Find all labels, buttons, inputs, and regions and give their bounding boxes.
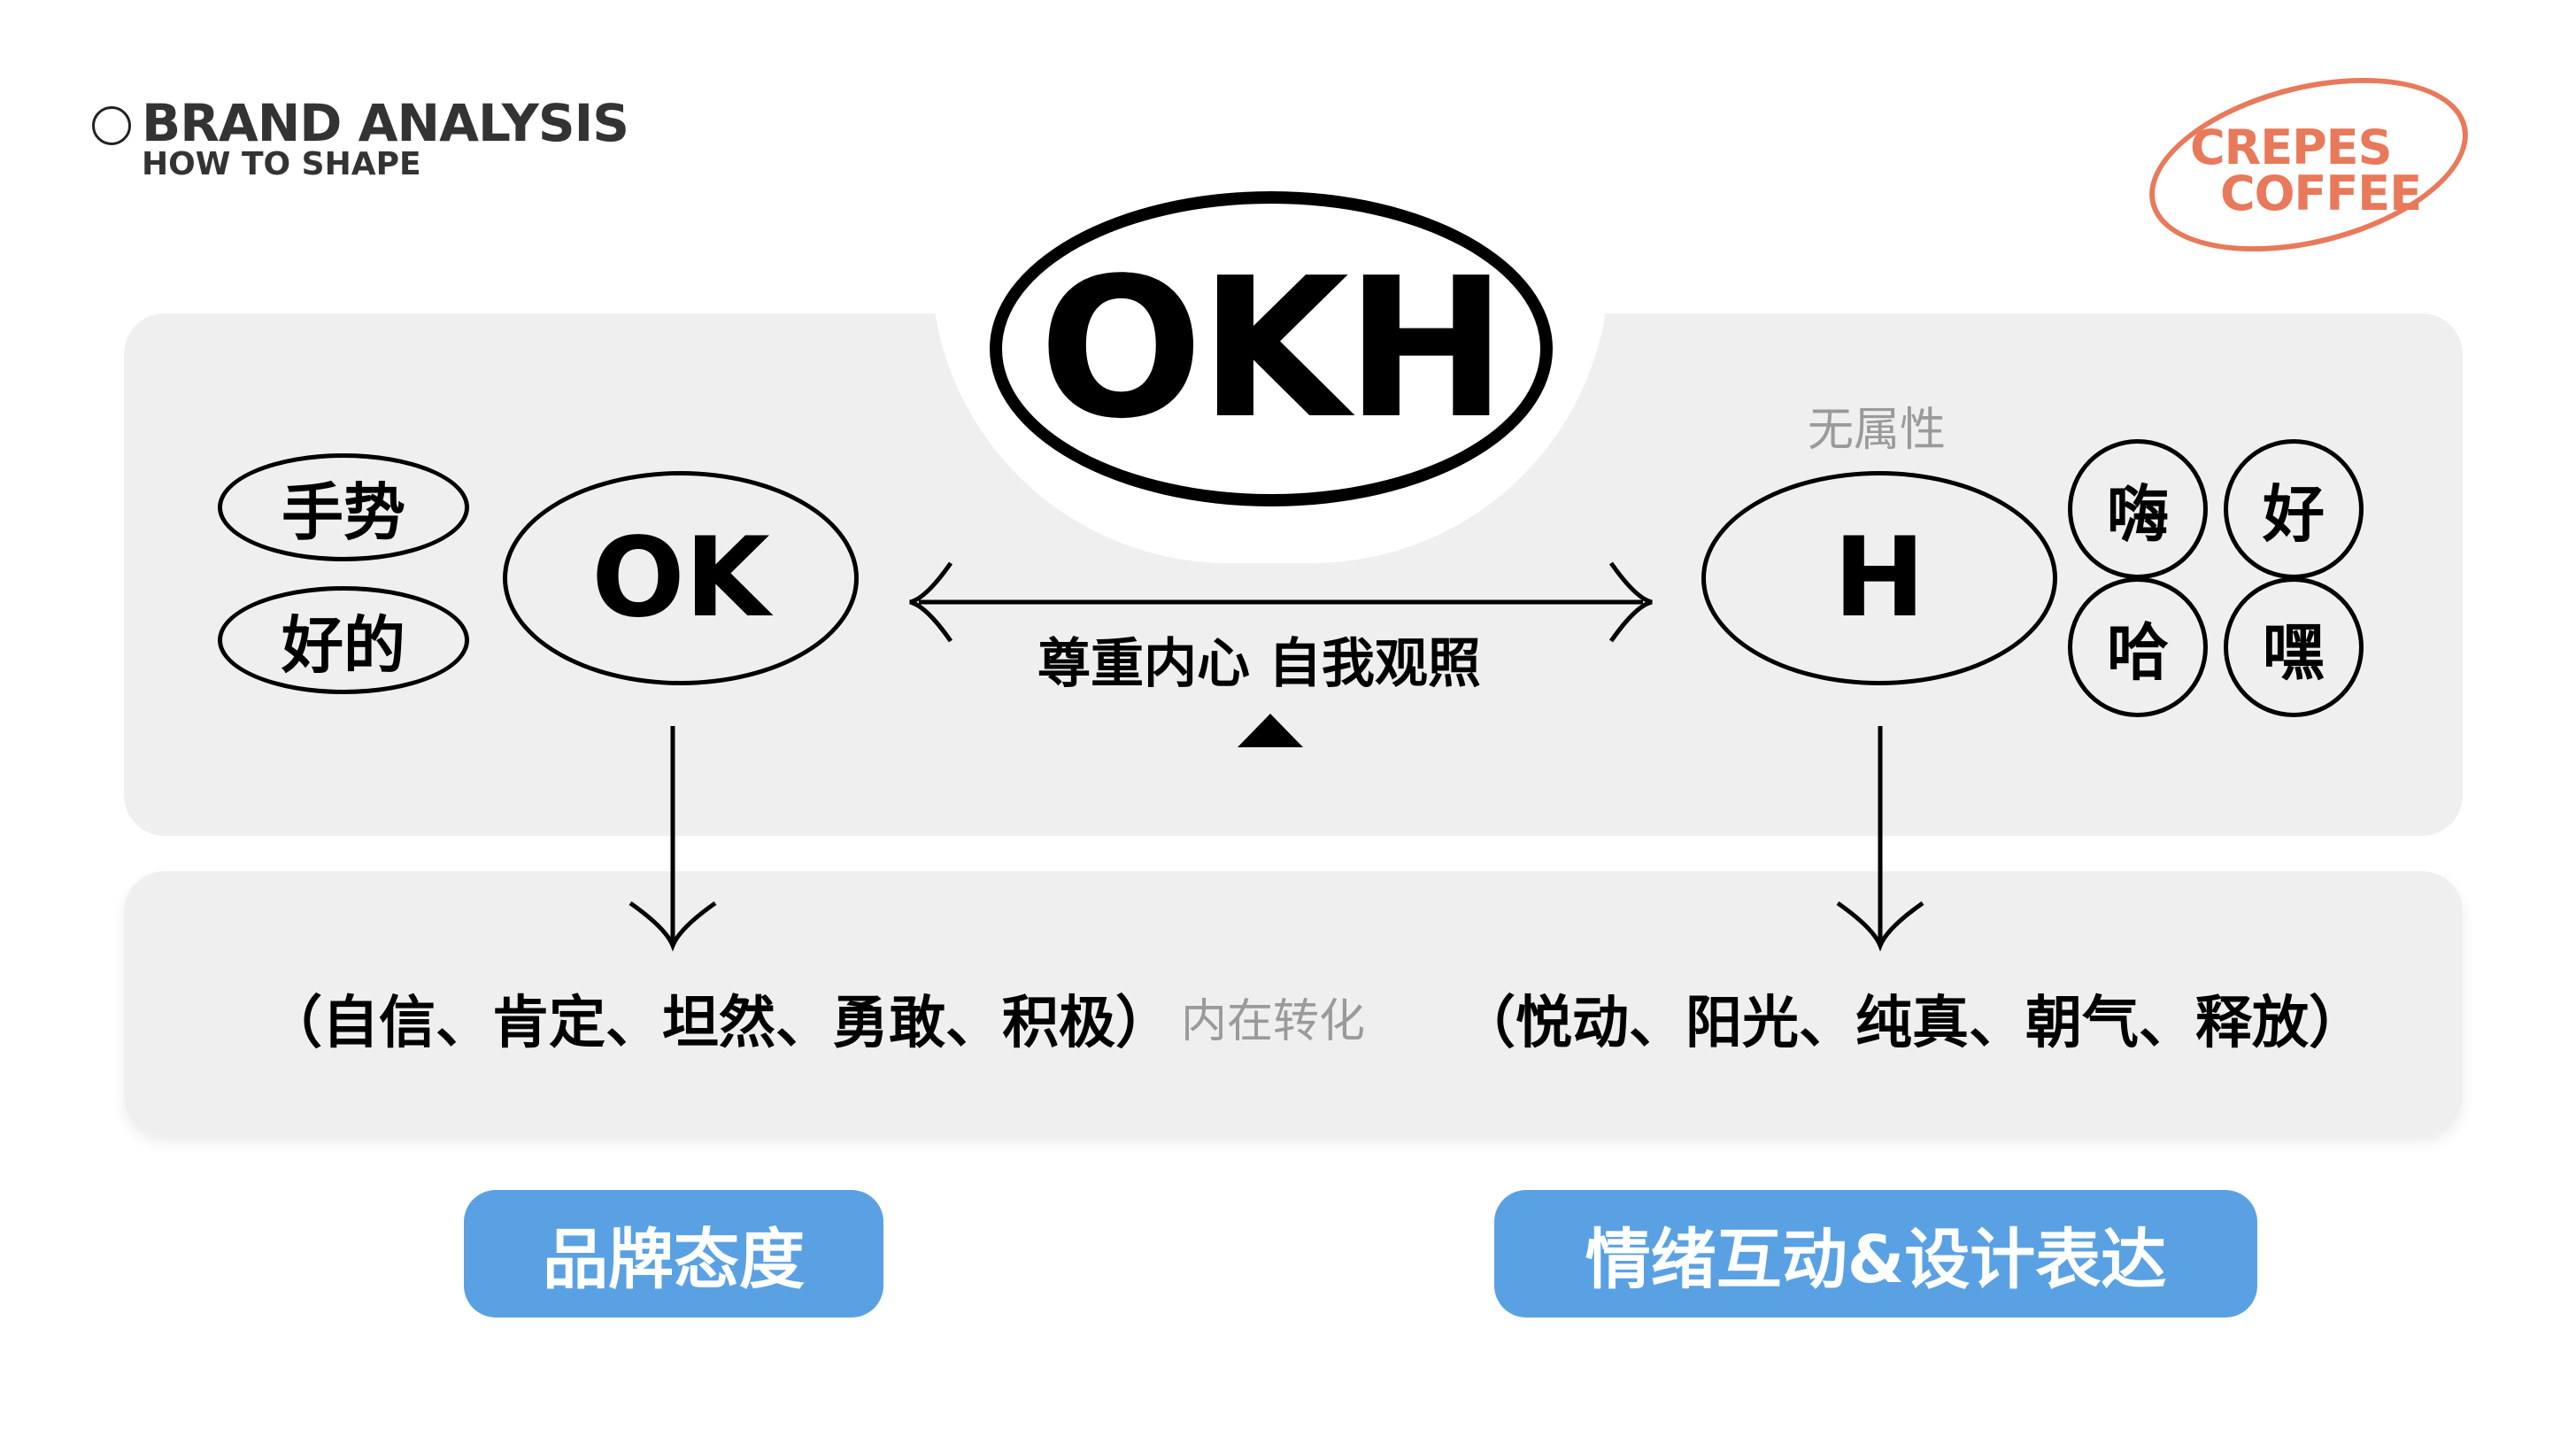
tag-okay: 好的: [218, 586, 469, 694]
tag-good: 好: [2224, 439, 2364, 579]
transform-label: 内在转化: [1181, 995, 1366, 1048]
right-traits: （悦动、阳光、纯真、朝气、释放）: [1459, 991, 2365, 1056]
header-circle-icon: [92, 106, 131, 145]
h-node: H: [1701, 471, 2057, 685]
tag-ha: 哈: [2068, 577, 2208, 717]
logo-line-1: CREPES: [2190, 120, 2392, 175]
brand-attitude-button[interactable]: 品牌态度: [464, 1190, 883, 1318]
connector-label: 尊重内心 自我观照: [1037, 633, 1481, 695]
left-traits: （自信、肯定、坦然、勇敢、积极）: [266, 991, 1172, 1056]
tag-hi: 嗨: [2068, 439, 2208, 579]
arrow-head-left-icon: [909, 561, 953, 643]
header-subtitle: HOW TO SHAPE: [142, 146, 421, 182]
ok-node: OK: [503, 471, 859, 685]
tag-hey: 嘿: [2224, 577, 2364, 717]
tag-gesture: 手势: [218, 453, 469, 561]
arrow-head-right-icon: [1608, 561, 1653, 643]
logo-line-2: COFFEE: [2220, 166, 2422, 221]
header-title: BRAND ANALYSIS: [142, 93, 629, 153]
bottom-panel: [124, 871, 2463, 1135]
left-down-arrow-icon: [629, 900, 717, 952]
h-attribute-note: 无属性: [1808, 404, 1947, 457]
triangle-up-icon: [1238, 714, 1303, 747]
emotion-design-button[interactable]: 情绪互动&设计表达: [1494, 1190, 2257, 1318]
right-down-arrow-icon: [1836, 900, 1924, 952]
